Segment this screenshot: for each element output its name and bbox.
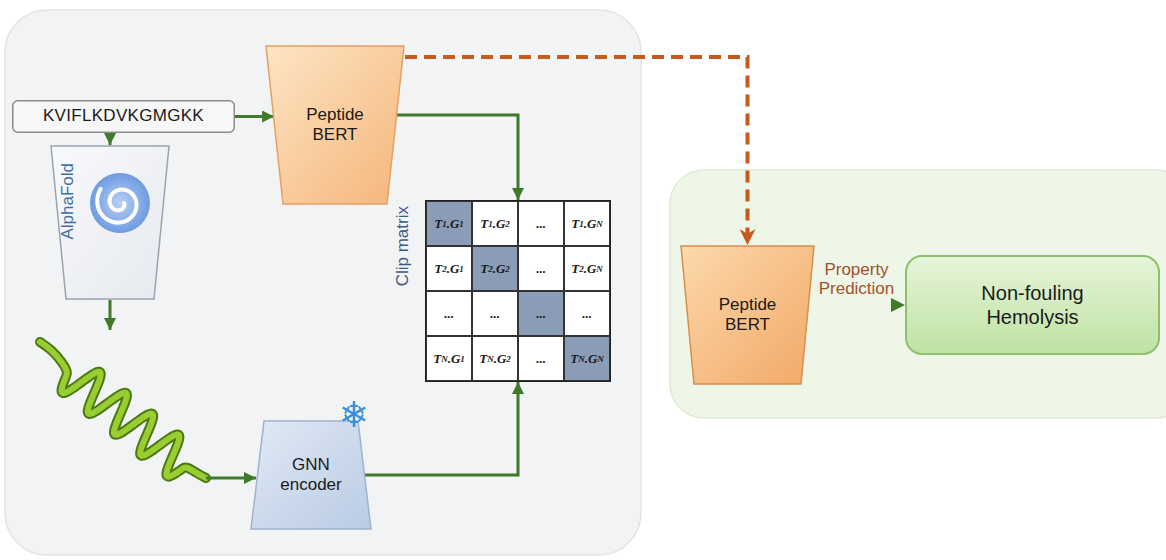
frozen-snowflake	[341, 401, 368, 427]
node-body: Peptide BERT	[265, 45, 405, 205]
node-body: Non-fouling Hemolysis	[905, 255, 1160, 355]
structure-arrow	[109, 300, 112, 330]
helix-ribbon	[40, 342, 206, 478]
trapezoid-outline	[51, 146, 169, 299]
node-label: AlphaFold	[58, 163, 78, 240]
node-label: Non-fouling Hemolysis	[968, 281, 1098, 329]
edge-label: Property Prediction	[809, 260, 905, 299]
encoder-block: Peptide BERT	[265, 45, 405, 205]
logo-swirl	[97, 189, 136, 223]
output-box: Non-fouling Hemolysis	[905, 255, 1160, 355]
matrix-cell: T2.G2	[472, 246, 518, 291]
finetuning-panel	[670, 170, 1166, 418]
matrix-cell: ...	[518, 201, 564, 246]
node-body: AlphaFold	[50, 145, 170, 300]
matrix-cell: ...	[426, 291, 472, 336]
flow-arrow	[235, 115, 274, 118]
node-label: KVIFLKDVKGMGKK	[43, 106, 204, 126]
matrix-cell: TN.GN	[564, 336, 610, 381]
flow-arrow	[109, 133, 112, 145]
pretraining-panel	[5, 10, 641, 555]
structure-arrow	[206, 477, 256, 480]
clip-matrix: Clip matrixT1.G1T1.G2...T1.GNT2.G1T2.G2.…	[425, 200, 611, 382]
trapezoid-outline	[266, 46, 404, 204]
flow-arrow	[808, 303, 905, 307]
trapezoid-outline	[681, 246, 814, 384]
matrix-cell: ...	[518, 336, 564, 381]
sequence-outline	[13, 101, 235, 133]
matrix-cell: ...	[564, 291, 610, 336]
matrix-cell: TN.G1	[426, 336, 472, 381]
matrix-title: Clip matrix	[393, 206, 413, 286]
encoder-block: GNN encoder	[250, 420, 372, 530]
matrix-cell: TN.G2	[472, 336, 518, 381]
flow-arrow	[396, 115, 518, 200]
flow-arrow	[364, 382, 518, 475]
encoder-block: Peptide BERT	[680, 245, 815, 385]
sequence-box: KVIFLKDVKGMGKK	[12, 100, 235, 133]
matrix-cell: ...	[472, 291, 518, 336]
trapezoid-outline	[251, 421, 371, 529]
matrix-cell: T1.G1	[426, 201, 472, 246]
node-body: Peptide BERT	[680, 245, 815, 385]
helix-outline	[40, 342, 206, 478]
structure-predictor: AlphaFold	[50, 145, 170, 300]
matrix-cell: T2.GN	[564, 246, 610, 291]
matrix-cell: ...	[518, 246, 564, 291]
node-body: GNN encoder	[250, 420, 372, 530]
matrix-cell: T2.G1	[426, 246, 472, 291]
node-label: Peptide BERT	[703, 295, 793, 336]
matrix-cell: T1.G2	[472, 201, 518, 246]
node-body: KVIFLKDVKGMGKK	[12, 100, 235, 133]
transfer-arrow	[405, 57, 748, 245]
node-label: GNN encoder	[271, 455, 351, 496]
matrix-cell: T1.GN	[564, 201, 610, 246]
matrix-grid: T1.G1T1.G2...T1.GNT2.G1T2.G2...T2.GN....…	[425, 200, 611, 382]
node-body: Clip matrixT1.G1T1.G2...T1.GNT2.G1T2.G2.…	[425, 200, 611, 382]
node-label: Peptide BERT	[290, 105, 380, 146]
alphafold-logo	[90, 173, 150, 233]
matrix-cell: ...	[518, 291, 564, 336]
node-shape	[905, 255, 1160, 355]
protein-helix	[40, 342, 206, 478]
output-outline	[906, 256, 1159, 354]
